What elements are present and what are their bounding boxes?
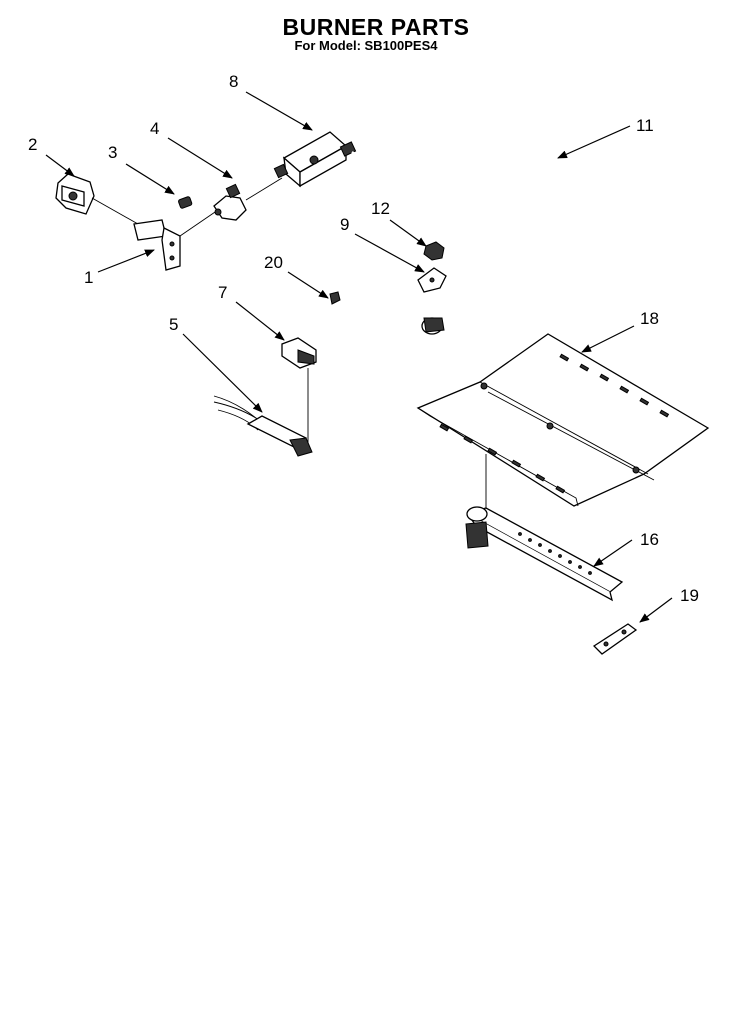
part-3-orifice — [178, 196, 193, 209]
callout-11: 11 — [636, 116, 654, 135]
callout-7: 7 — [218, 283, 227, 302]
part-16-burner — [465, 506, 624, 602]
callout-12: 12 — [371, 199, 390, 218]
baffle-slots — [439, 353, 670, 494]
part-5-wire-harness — [213, 395, 313, 457]
part-2-valve-body — [55, 173, 139, 225]
part-8-safety-valve — [273, 131, 357, 188]
callout-3: 3 — [108, 143, 117, 162]
callout-16: 16 — [640, 530, 659, 549]
part-20-screw — [329, 291, 341, 305]
part-11-gas-tube — [351, 126, 556, 335]
burner-ports — [518, 532, 592, 575]
callout-20: 20 — [264, 253, 283, 272]
part-18-burner-baffle — [416, 333, 710, 512]
part-4-union-fitting — [213, 177, 283, 221]
callout-9: 9 — [340, 215, 349, 234]
part-1-bracket — [133, 209, 219, 271]
callout-1: 1 — [84, 268, 93, 287]
part-7-igniter — [281, 337, 317, 446]
part-19-bracket — [592, 623, 638, 655]
callout-18: 18 — [640, 309, 659, 328]
leader-lines — [45, 91, 673, 623]
model-subtitle: For Model: SB100PES4 — [294, 38, 438, 53]
callout-5: 5 — [169, 315, 178, 334]
callout-4: 4 — [150, 119, 159, 138]
callout-8: 8 — [229, 72, 238, 91]
callout-2: 2 — [28, 135, 37, 154]
part-9-clip — [417, 267, 447, 293]
part-12-nut — [423, 241, 445, 261]
page-title: BURNER PARTS — [282, 14, 470, 40]
callout-19: 19 — [680, 586, 699, 605]
